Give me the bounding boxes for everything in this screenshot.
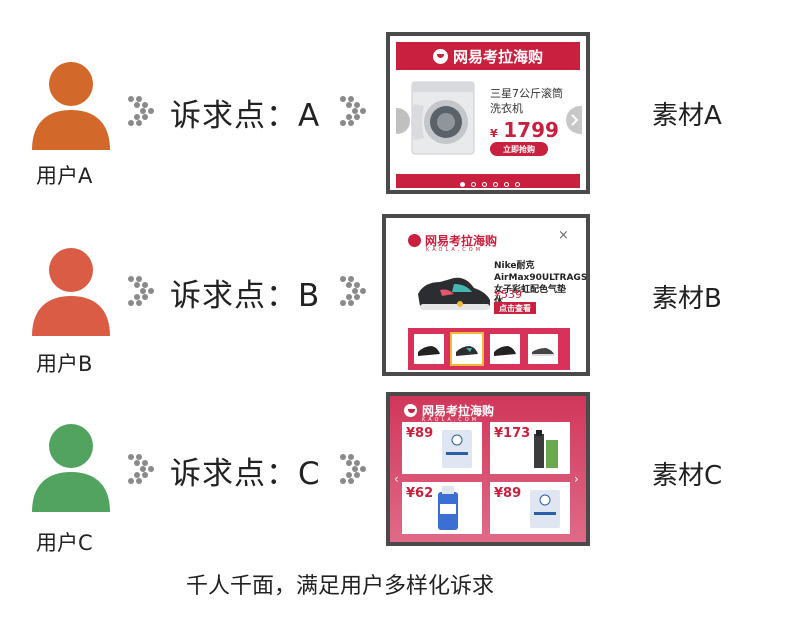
ad-b-brand-sub: KAOLA.COM <box>426 247 484 253</box>
ad-a-brand: 网易考拉海购 <box>452 47 543 66</box>
kaola-logo-icon <box>408 234 421 247</box>
appeal-point-c: 诉求点：C <box>170 456 321 492</box>
ad-a-product-title: 三星7公斤滚筒洗衣机 <box>490 87 563 115</box>
material-b-ad[interactable]: 网易考拉海购 KAOLA.COM × Nike耐克AirMax90ULTRAGS… <box>382 214 590 376</box>
material-a-ad[interactable]: 网易考拉海购 三星7公斤滚筒洗衣机 ¥ 1799 立即抢购 <box>386 32 590 194</box>
chevron-right-icon <box>338 274 368 312</box>
close-icon[interactable]: × <box>558 228 569 243</box>
user-a-label: 用户A <box>36 164 93 188</box>
chevron-right-icon <box>126 452 156 490</box>
ad-b-brand: 网易考拉海购 <box>425 234 498 248</box>
carousel-dot[interactable] <box>504 182 509 187</box>
material-c-ad[interactable]: 网易考拉海购 KAOLA.COM ¥89 ¥173 ¥62 ¥89 ‹ › <box>386 392 590 546</box>
thumbnail[interactable] <box>528 334 558 364</box>
ad-c-brand-sub: KAOLA.COM <box>422 417 480 423</box>
carousel-dot[interactable] <box>460 182 465 187</box>
user-c-label: 用户C <box>36 531 93 555</box>
tile-price: ¥89 <box>406 426 434 441</box>
kaola-logo-icon <box>432 48 448 64</box>
material-b-label: 素材B <box>652 284 722 314</box>
sneaker-image <box>414 270 494 318</box>
currency-symbol: ¥ <box>490 127 498 140</box>
chevron-right-icon <box>126 94 156 132</box>
product-tile[interactable]: ¥89 <box>490 482 570 534</box>
carousel-next-icon[interactable] <box>566 106 582 134</box>
material-c-label: 素材C <box>652 461 723 491</box>
user-b-avatar-icon <box>30 246 112 338</box>
user-c-avatar-icon <box>30 422 112 514</box>
ad-c-brand: 网易考拉海购 <box>422 404 495 418</box>
ad-b-price: ¥539 <box>494 288 522 301</box>
ad-a-header: 网易考拉海购 <box>396 42 580 70</box>
kaola-logo-icon <box>404 404 417 417</box>
product-tile[interactable]: ¥62 <box>402 482 482 534</box>
ad-c-header: 网易考拉海购 <box>404 402 494 419</box>
price-value: 1799 <box>503 118 559 142</box>
buy-now-button[interactable]: 立即抢购 <box>490 142 548 156</box>
carousel-dot[interactable] <box>515 182 520 187</box>
carousel-dot[interactable] <box>493 182 498 187</box>
appeal-point-a: 诉求点：A <box>170 98 321 134</box>
tile-price: ¥62 <box>406 486 434 501</box>
ad-a-price: ¥ 1799 <box>490 118 559 142</box>
washing-machine-image <box>410 80 476 160</box>
view-button[interactable]: 点击查看 <box>494 302 536 314</box>
product-tile[interactable]: ¥173 <box>490 422 570 474</box>
tile-price: ¥173 <box>494 426 531 441</box>
user-b-label: 用户B <box>36 352 93 376</box>
carousel-dot[interactable] <box>471 182 476 187</box>
ad-b-header: 网易考拉海购 <box>408 232 497 249</box>
carousel-prev-icon[interactable]: ‹ <box>394 472 399 486</box>
footer-caption: 千人千面，满足用户多样化诉求 <box>186 574 495 599</box>
chevron-right-icon <box>338 94 368 132</box>
thumbnail[interactable] <box>414 334 444 364</box>
thumbnail-strip <box>408 328 570 370</box>
carousel-next-icon[interactable]: › <box>574 472 579 486</box>
tile-price: ¥89 <box>494 486 522 501</box>
product-tile[interactable]: ¥89 <box>402 422 482 474</box>
carousel-dot[interactable] <box>482 182 487 187</box>
carousel-dots <box>460 182 520 187</box>
chevron-right-icon <box>338 452 368 490</box>
chevron-right-icon <box>126 274 156 312</box>
appeal-point-b: 诉求点：B <box>170 278 321 314</box>
material-a-label: 素材A <box>652 101 722 131</box>
carousel-prev-icon[interactable] <box>396 108 410 134</box>
user-a-avatar-icon <box>30 60 112 152</box>
thumbnail[interactable] <box>450 332 484 366</box>
thumbnail[interactable] <box>490 334 520 364</box>
